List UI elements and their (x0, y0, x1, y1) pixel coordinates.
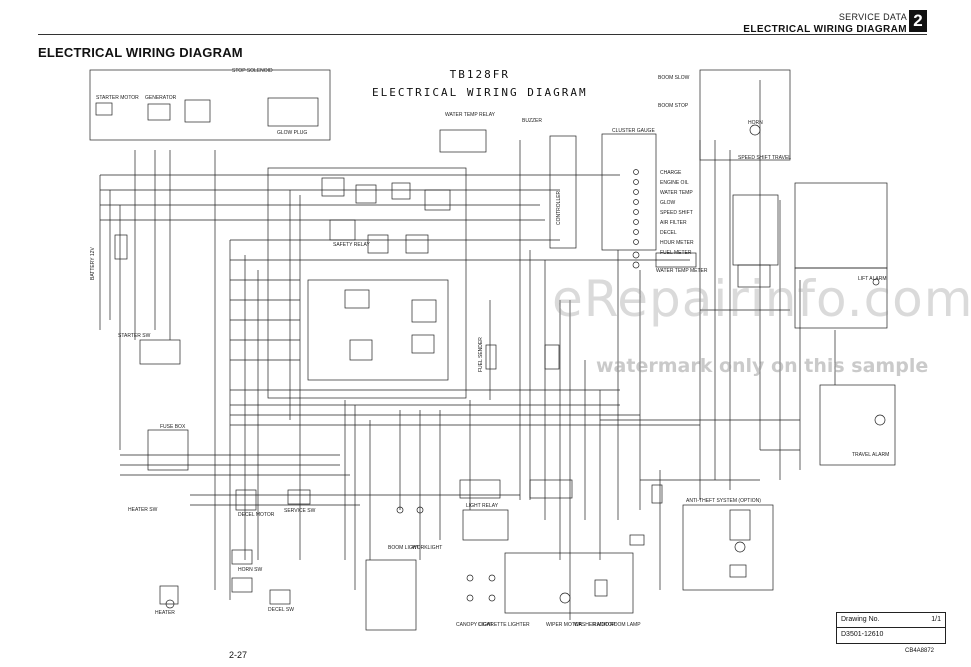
cluster-item: HOUR METER (660, 240, 694, 246)
chapter-title: ELECTRICAL WIRING DIAGRAM (743, 24, 907, 35)
decel-sw-label: DECEL SW (268, 607, 294, 613)
boom-stop-label: BOOM STOP (658, 103, 689, 109)
battery-label: BATTERY 12V (90, 247, 96, 280)
safety-relay-label: SAFETY RELAY (333, 242, 370, 248)
fuse-box-frame (147, 429, 189, 471)
cluster-item: AIR FILTER (660, 220, 687, 226)
section-label: SERVICE DATA (838, 12, 907, 22)
cluster-item: DECEL (660, 230, 677, 236)
decel-motor-label: DECEL MOTOR (238, 512, 275, 518)
cluster-item: CHARGE (660, 170, 682, 176)
chapter-number-badge: 2 (909, 10, 927, 32)
horn-label: HORN (748, 120, 763, 126)
diagram-title-block: TB128FR ELECTRICAL WIRING DIAGRAM (372, 66, 588, 102)
drawing-sheet: 1/1 (931, 616, 941, 623)
boom-relay-frame (699, 69, 791, 161)
controller-label: CONTROLLER (556, 190, 562, 225)
page-number: 2-27 (229, 650, 248, 660)
diagram-title: ELECTRICAL WIRING DIAGRAM (372, 86, 588, 99)
relay-block-frame (307, 279, 449, 381)
cluster-item: GLOW (660, 200, 676, 206)
starter-sw-label: STARTER SW (118, 333, 151, 339)
drawing-label: Drawing No. (841, 616, 880, 623)
controller-box (549, 135, 577, 249)
drawing-number-box: Drawing No. 1/1 D3501-12610 (836, 612, 946, 644)
water-temp-relay-label: WATER TEMP RELAY (445, 112, 496, 118)
light-relay-frame (462, 509, 509, 541)
heater-sw-label: HEATER SW (128, 507, 158, 513)
diagram-model: TB128FR (449, 68, 510, 81)
horn-sw-label: HORN SW (238, 567, 263, 573)
watermark-brand: eRepairinfo.com (552, 270, 971, 328)
drawing-number: D3501-12610 (841, 631, 884, 638)
fuse-box-label: FUSE BOX (160, 424, 186, 430)
heater-label: HEATER (155, 610, 175, 616)
travel-alarm-label: TRAVEL ALARM (852, 452, 890, 458)
lift-alarm-label: LIFT ALARM (858, 276, 887, 282)
cluster-item: SPEED SHIFT (660, 210, 693, 216)
canopy-light-label: CANOPY LIGHT (456, 622, 494, 628)
boom-light-label: BOOM LIGHT (388, 545, 420, 551)
cluster-gauge-box (601, 133, 657, 251)
room-lamp-label: ROOM LAMP (610, 622, 641, 628)
travel-alarm-frame (819, 384, 896, 466)
lift-alarm-frame (794, 182, 888, 269)
anti-theft-frame (682, 504, 774, 591)
lift-alarm-2-frame (794, 267, 888, 329)
cluster-item: ENGINE OIL (660, 180, 689, 186)
header-rule (38, 34, 927, 35)
boom-slow-label: BOOM SLOW (658, 75, 690, 81)
water-temp-meter-label: WATER TEMP METER (656, 268, 708, 274)
anti-theft-label: ANTI-THEFT SYSTEM (OPTION) (686, 498, 761, 504)
cluster-gauge-label: CLUSTER GAUGE (612, 128, 655, 134)
wiper-frame (504, 552, 634, 614)
radio-label: RADIO (593, 622, 609, 628)
light-relay-label: LIGHT RELAY (466, 503, 499, 509)
cigarette-lighter-label: CIGARETTE LIGHTER (478, 622, 530, 628)
reference-code: CB4A8872 (905, 648, 935, 654)
switch-panel-frame (365, 559, 417, 631)
service-sw-label: SERVICE SW (284, 508, 316, 514)
washer-motor-label: WASHER MOTOR (574, 622, 616, 628)
worklight-label: WORKLIGHT (412, 545, 443, 551)
buzzer-label: BUZZER (522, 118, 542, 124)
fuel-sender-label: FUEL SENDER (478, 337, 484, 372)
engine-block-frame (89, 69, 331, 141)
chapter-header: SERVICE DATA ELECTRICAL WIRING DIAGRAM (743, 12, 907, 35)
wiper-motor-label: WIPER MOTOR (546, 622, 583, 628)
cluster-item: FUEL METER (660, 250, 692, 256)
page-title: ELECTRICAL WIRING DIAGRAM (38, 45, 243, 60)
speed-shift-frame (732, 194, 779, 266)
speed-shift-travel-label: SPEED SHIFT TRAVEL (738, 155, 792, 161)
watermark-note: watermark only on this sample (596, 355, 929, 377)
starter-motor-label: STARTER MOTOR (96, 95, 139, 101)
main-harness-frame (267, 167, 467, 399)
drawing-divider (837, 627, 945, 628)
cluster-item: WATER TEMP (660, 190, 693, 196)
glow-plug-label: GLOW PLUG (277, 130, 308, 136)
stop-solenoid-label: STOP SOLENOID (232, 68, 273, 74)
generator-label: GENERATOR (145, 95, 177, 101)
